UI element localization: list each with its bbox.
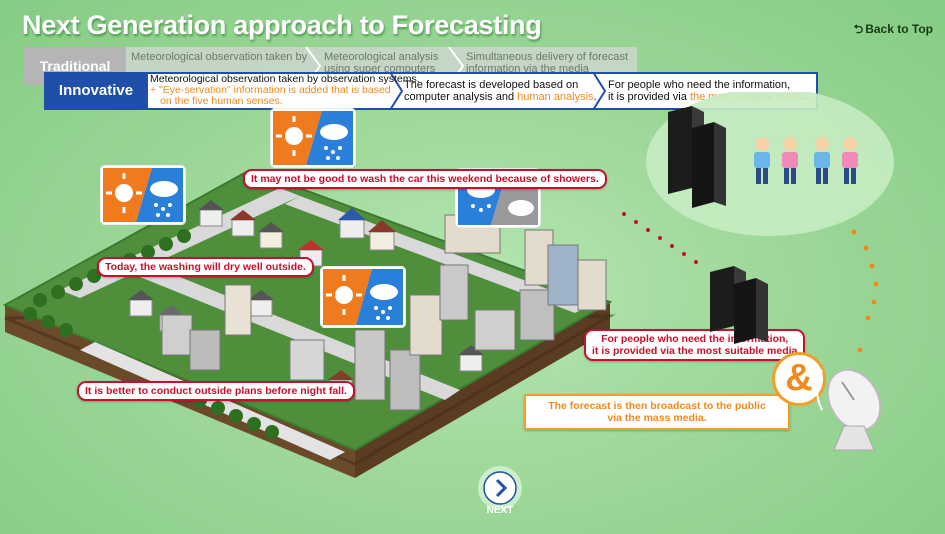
next-label: NEXT — [486, 505, 514, 516]
weather-sun-rain-icon — [270, 108, 356, 168]
page-title: Next Generation approach to Forecasting — [22, 10, 542, 40]
person-icon — [754, 137, 858, 184]
server-icon — [710, 266, 768, 344]
innovative-chevron-1 — [389, 72, 404, 110]
innovative-step-2: The forecast is developed based on compu… — [404, 79, 597, 103]
innovative-step-2-highlight: human analysis — [517, 91, 594, 103]
back-arrow-icon: ⮌ — [853, 22, 864, 36]
innovative-step-2-line-2c: . — [593, 91, 597, 103]
bubble-broadcast: The forecast is then broadcast to the pu… — [524, 394, 790, 430]
innovative-step-2-line-1: The forecast is developed based on — [404, 79, 579, 91]
bubble-outside-plans: It is better to conduct outside plans be… — [77, 381, 355, 401]
bubble-suitable-media: For people who need the information, it … — [584, 329, 806, 361]
innovative-step-3-line-1: For people who need the information, — [608, 79, 791, 91]
back-to-top-label: Back to Top — [865, 22, 933, 36]
next-arrow-icon — [495, 478, 508, 498]
weather-sun-rain-icon — [320, 266, 406, 328]
traditional-step-1: Meteorological observation taken by obse… — [131, 51, 309, 63]
connection-dots — [622, 212, 879, 353]
innovative-chevron-2 — [592, 72, 607, 110]
weather-sun-rain-icon — [100, 165, 186, 225]
satellite-dish-icon — [816, 368, 882, 451]
bubble-washing: Today, the washing will dry well outside… — [97, 257, 314, 277]
innovative-step-1: Meteorological observation taken by obse… — [150, 74, 420, 107]
innovative-step-3-line-2a: it is provided via — [608, 91, 690, 103]
innovative-label[interactable]: Innovative — [44, 72, 148, 110]
bubble-suitable-media-line-2: it is provided via the most suitable med… — [592, 345, 798, 357]
server-icon — [668, 106, 726, 208]
information-users-circle — [646, 92, 894, 236]
back-to-top-link[interactable]: ⮌Back to Top — [854, 20, 933, 41]
innovative-step-1-line-2: + "Eye-servation" information is added t… — [150, 84, 391, 96]
innovative-step-1-line-1: Meteorological observation taken by obse… — [150, 73, 420, 85]
next-button[interactable] — [476, 464, 524, 512]
bubble-broadcast-line-2: via the mass media. — [607, 412, 707, 424]
innovative-step-2-line-2a: computer analysis and — [404, 91, 518, 103]
bubble-car-wash: It may not be good to wash the car this … — [243, 169, 607, 189]
bubble-broadcast-line-1: The forecast is then broadcast to the pu… — [548, 400, 766, 412]
innovative-step-1-line-3: on the five human senses. — [160, 95, 283, 107]
